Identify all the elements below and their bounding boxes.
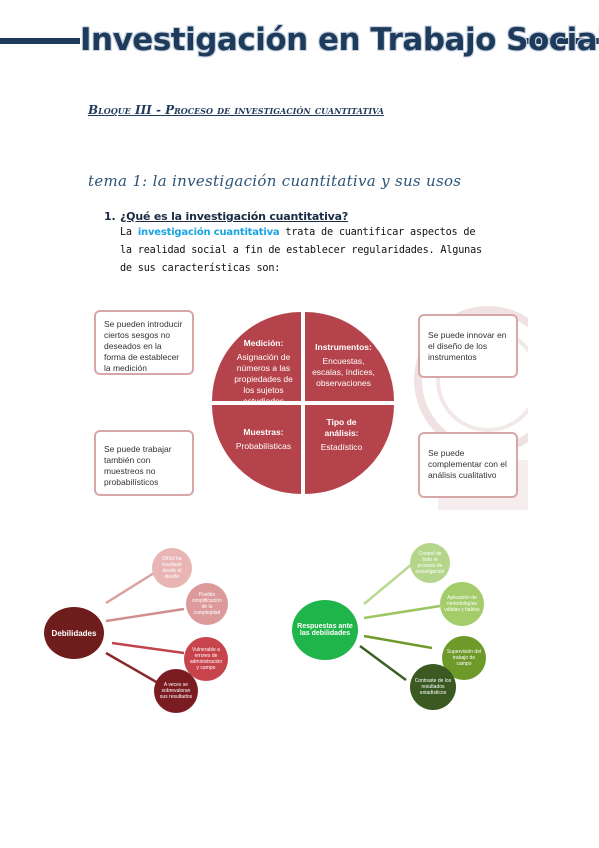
response-node-3: Supervisión del trabajo de campo: [442, 636, 486, 680]
weakness-node-3: Vulnerable a errores de administración y…: [184, 637, 228, 681]
weaknesses-diagram: Debilidades Difícil ha resultado desde e…: [34, 545, 268, 715]
weaknesses-center-node: Debilidades: [44, 607, 104, 659]
question-heading: 1. ¿Qué es la investigación cuantitativa?: [104, 210, 348, 223]
weakness-node-4: A veces se sobrevaloran sus resultados: [154, 669, 198, 713]
note-top-right: Se puede innovar en el diseño de los ins…: [418, 314, 518, 378]
quadrant-medicion-body: Asignación de números a las propiedades …: [234, 352, 293, 406]
quadrant-muestras-body: Probabilísticas: [235, 441, 292, 451]
page-header-title: Investigación en Trabajo Social: [80, 18, 599, 62]
weakness-node-1: Difícil ha resultado desde el diseño: [152, 548, 192, 588]
note-bottom-right: Se puede complementar con el análisis cu…: [418, 432, 518, 498]
responses-center-node: Respuestas ante las debilidades: [292, 600, 358, 660]
quadrant-muestras-heading: Muestras:: [243, 427, 284, 437]
question-number: 1.: [104, 210, 116, 223]
weakness-node-2: Posible simplificación de la complejidad: [186, 583, 228, 625]
responses-connectors: [359, 563, 441, 682]
quadrant-instrumentos-heading: Instrumentos:: [315, 342, 372, 352]
quadrant-medicion-heading: Medición:: [243, 338, 284, 348]
paragraph-prefix: La: [120, 227, 138, 238]
weaknesses-connectors: [105, 571, 185, 685]
response-node-2: Aplicación de metodologías válidas y fia…: [440, 582, 484, 626]
quadrant-tipo-analisis-heading: Tipo de análisis:: [324, 417, 359, 438]
response-node-4: Contraste de los resultados estadísticos: [410, 664, 456, 710]
paragraph-highlight-term: investigación cuantitativa: [137, 227, 280, 238]
block-title: Bloque III - Proceso de investigación cu…: [88, 103, 384, 117]
responses-diagram: Respuestas ante las debilidades Control …: [282, 540, 514, 712]
topic-title: tema 1: la investigación cuantitativa y …: [88, 172, 462, 190]
quadrant-muestras: Muestras: Probabilísticas: [212, 405, 301, 494]
characteristics-figure: Se pueden introducir ciertos sesgos no d…: [78, 300, 528, 510]
paragraph-body: trata de cuantificar aspectos de la real…: [120, 227, 482, 274]
response-node-1: Control de todo el proceso de investigac…: [410, 543, 450, 583]
quadrant-medicion: Medición: Asignación de números a las pr…: [212, 312, 301, 406]
quadrant-tipo-analisis-body: Estadístico: [320, 442, 363, 452]
question-text: ¿Qué es la investigación cuantitativa?: [120, 210, 349, 223]
note-top-left: Se pueden introducir ciertos sesgos no d…: [94, 310, 194, 375]
question-paragraph: La investigación cuantitativa trata de c…: [120, 224, 490, 278]
note-bottom-left: Se puede trabajar también con muestreos …: [94, 430, 194, 496]
quadrant-instrumentos-body: Encuestas, escalas, índices, observacion…: [312, 356, 375, 388]
